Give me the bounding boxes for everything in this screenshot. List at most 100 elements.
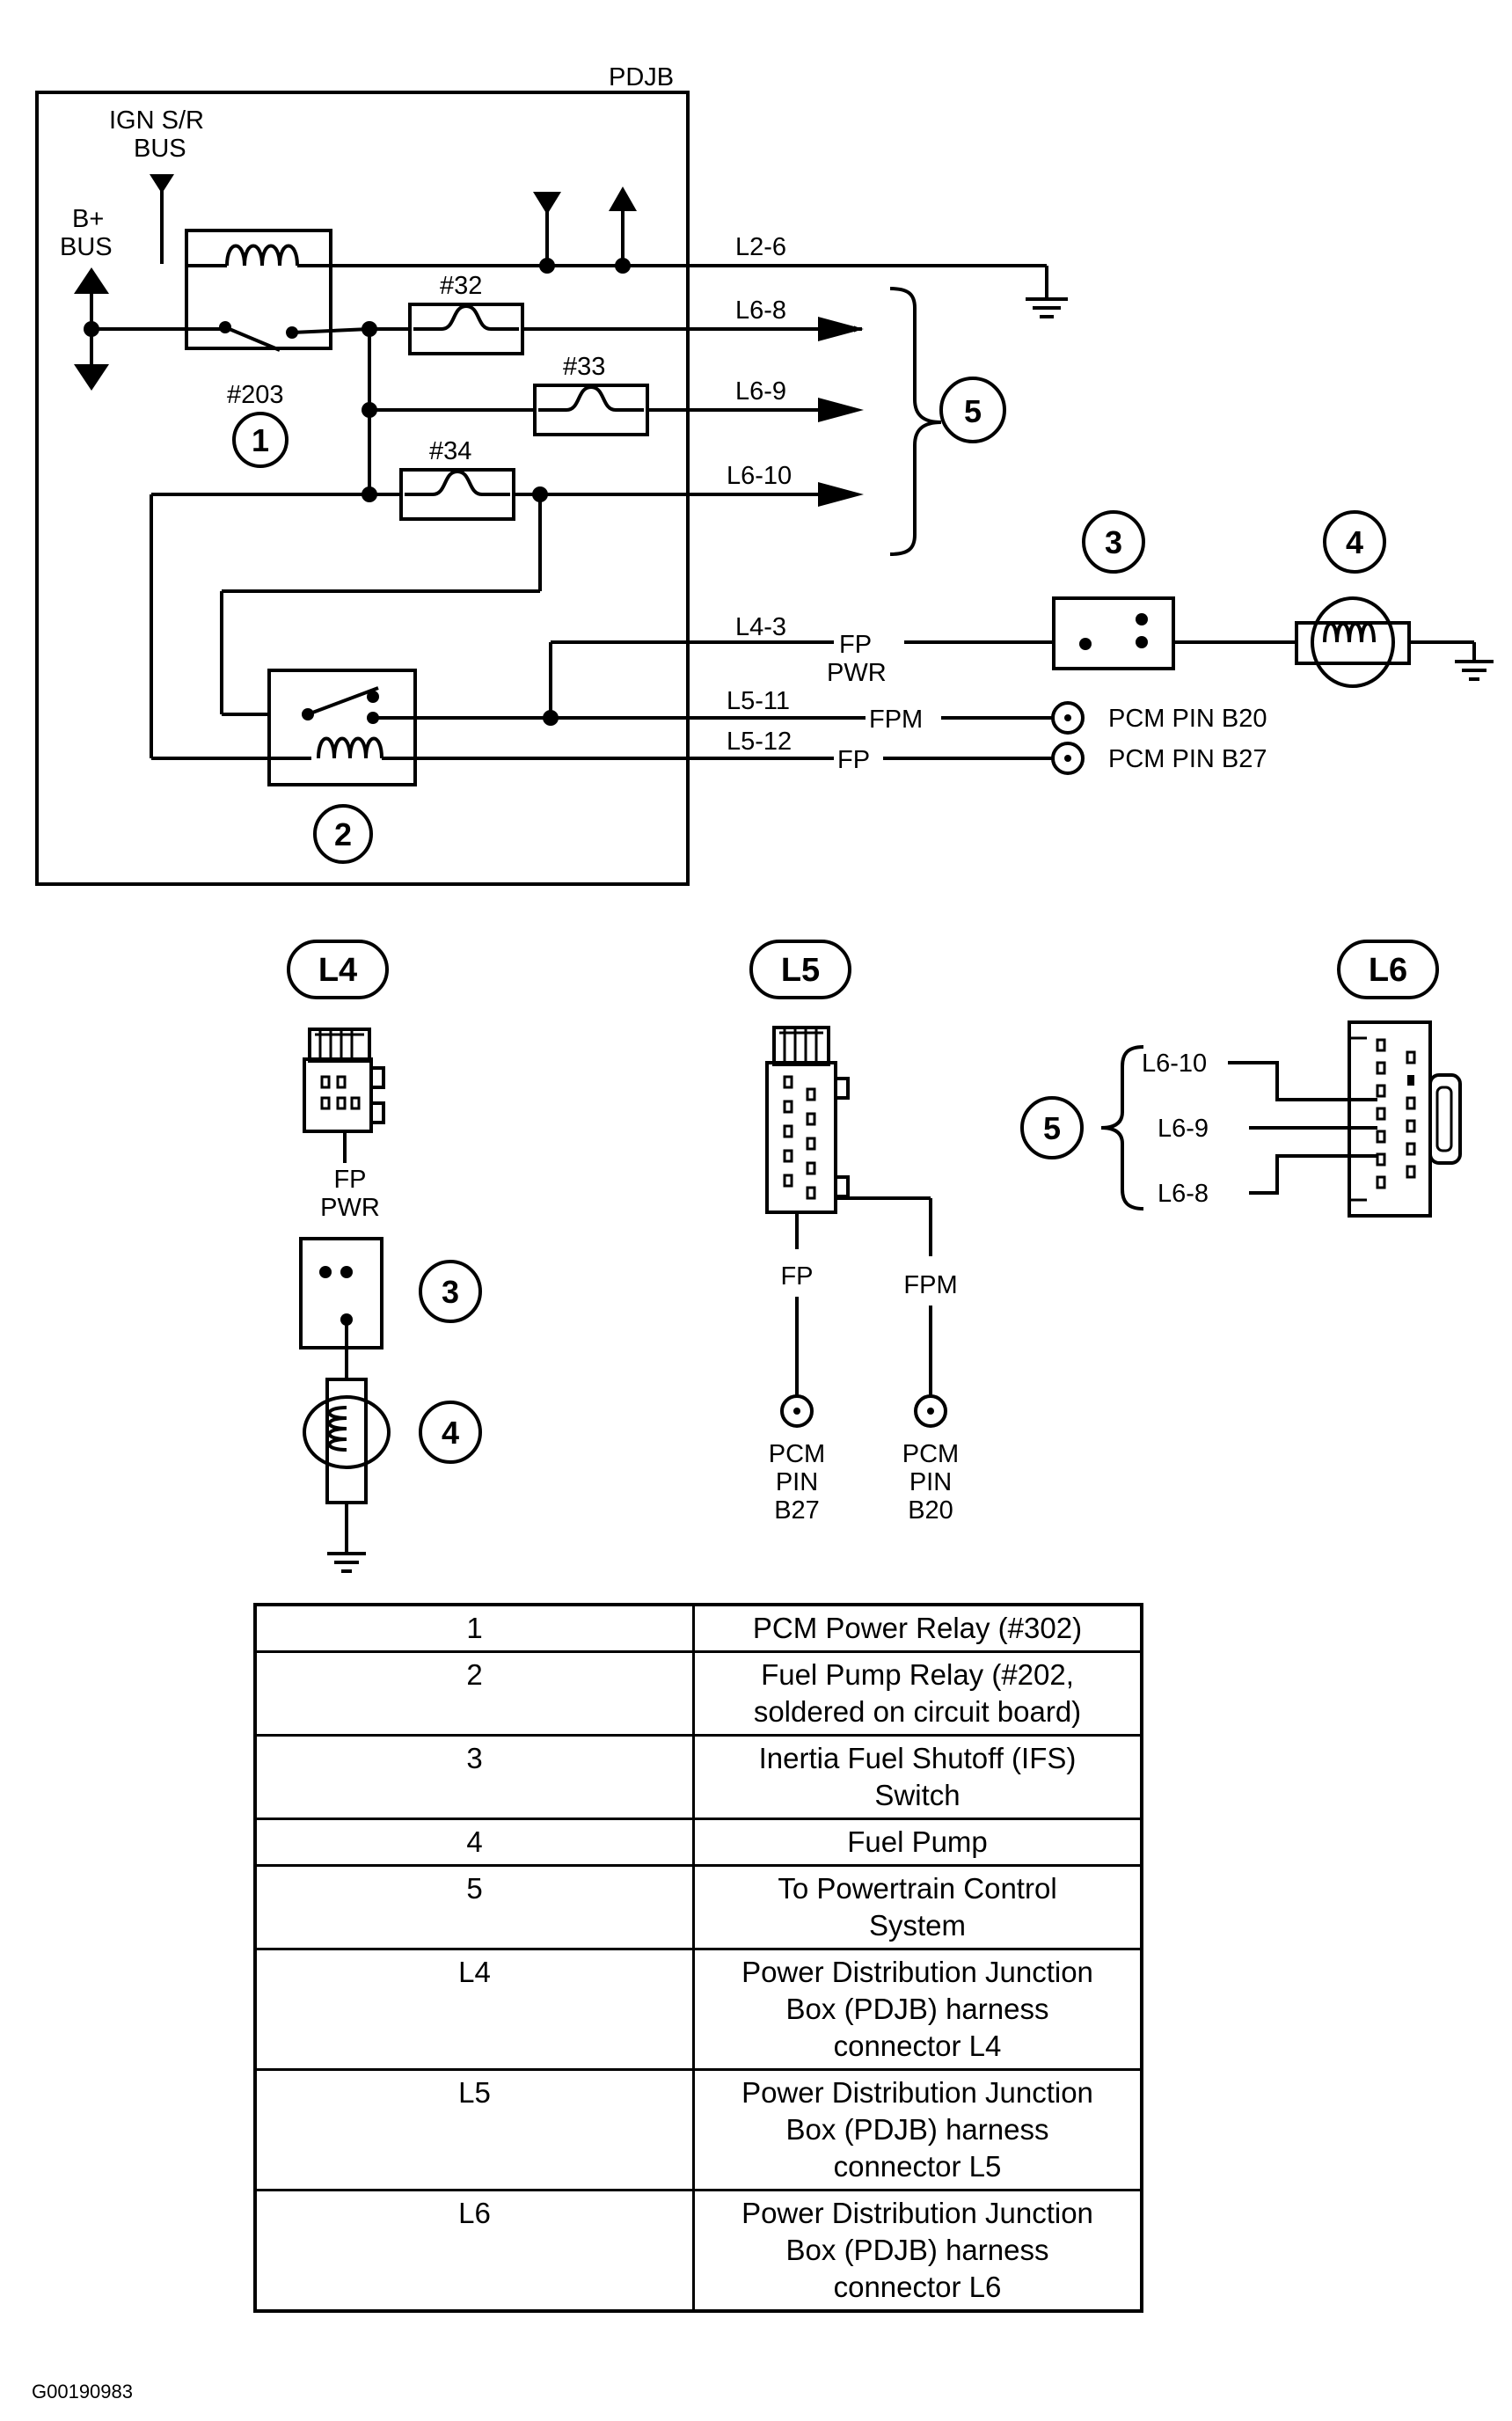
relay-203 [185, 229, 332, 350]
ground-icon [1026, 297, 1068, 318]
conn-l4-connector-icon [303, 1028, 385, 1133]
conn-l5-badge [749, 940, 851, 999]
legend-row: 2 Fuel Pump Relay (#202, soldered on circu… [253, 1650, 1143, 1737]
legend-key: L5 [253, 2068, 695, 2191]
legend-desc: Inertia Fuel Shutoff (IFS) Switch [692, 1734, 1143, 1820]
ign-bus-label-1: IGN S/R [109, 106, 204, 135]
l5-pcm-b20-line-1: PCM [902, 1440, 959, 1468]
conn-l5-label: L5 [781, 952, 820, 989]
legend-key: L4 [253, 1948, 695, 2071]
l6-callout-5-text: 5 [1043, 1110, 1061, 1146]
conn-l6-badge [1337, 940, 1439, 999]
ign-bus-arrow-icon [150, 174, 174, 194]
l6-callout-5-bracket [1100, 1045, 1144, 1210]
legend-desc: Fuel Pump [692, 1818, 1143, 1867]
legend-desc-line: Switch [874, 1779, 961, 1811]
legend-key: 5 [253, 1864, 695, 1950]
legend-row: 1 PCM Power Relay (#302) [253, 1603, 1143, 1653]
wire-l6-10-label: L6-10 [727, 462, 792, 490]
l4-pwr-label: PWR [320, 1194, 380, 1222]
fuse-33-label: #33 [563, 353, 605, 381]
wire-l6-9-label: L6-9 [735, 377, 786, 406]
legend-desc-line: Power Distribution Junction [741, 2076, 1093, 2109]
callout-3 [1082, 510, 1145, 574]
conn-l4-badge [287, 940, 389, 999]
pdjb-label: PDJB [609, 63, 674, 91]
legend-desc-line: Box (PDJB) harness [785, 2113, 1049, 2146]
legend-key: 1 [253, 1603, 695, 1653]
conn-l4-label: L4 [318, 952, 357, 989]
callout-4-text: 4 [1346, 524, 1363, 560]
up-arrow-icon [609, 187, 637, 211]
callout-5-bracket [889, 287, 942, 556]
callout-2 [313, 804, 373, 864]
l6-pin-8-label: L6-8 [1158, 1180, 1209, 1208]
l5-pcm-b27-line-2: PIN [776, 1468, 818, 1496]
callout-5-text: 5 [964, 393, 982, 429]
l6-callout-5 [1020, 1096, 1084, 1159]
l4-fp-label: FP [333, 1166, 366, 1194]
legend-desc-line: connector L4 [833, 2030, 1002, 2062]
legend-key: 2 [253, 1650, 695, 1737]
b-bus-label-1: B+ [72, 205, 104, 233]
fuel-pump-relay [267, 669, 417, 786]
l5-pcm-b27-line-3: B27 [774, 1496, 820, 1525]
wiring-diagram: PDJB IGN S/R BUS B+ BUS #203 1 L2-6 #32 [35, 63, 1494, 1573]
fuel-pump-relay-coil-icon [317, 736, 383, 759]
fuse-34-icon [405, 469, 510, 496]
ground-icon [327, 1552, 366, 1573]
wire-l4-3-label: L4-3 [735, 613, 786, 641]
pcm-pin-b27-label: PCM PIN B27 [1108, 745, 1267, 773]
pcm-pin-b20-label: PCM PIN B20 [1108, 705, 1267, 733]
figure-code: G00190983 [32, 2381, 133, 2403]
fpm-label: FPM [869, 706, 923, 734]
l4-ifs-switch [299, 1237, 383, 1349]
relay-203-label: #203 [227, 381, 284, 409]
wire-l5-12-label: L5-12 [727, 728, 792, 756]
ign-bus-label-2: BUS [134, 135, 186, 163]
legend-desc-line: Fuel Pump Relay (#202, [761, 1658, 1074, 1691]
legend-key: 3 [253, 1734, 695, 1820]
legend-desc-line: Power Distribution Junction [741, 2197, 1093, 2229]
b-bus-down-arrow-icon [74, 364, 109, 391]
l4-callout-3-text: 3 [442, 1274, 459, 1310]
pdjb-box [35, 91, 690, 886]
legend-desc-line: Box (PDJB) harness [785, 1993, 1049, 2025]
conn-l6-label: L6 [1369, 952, 1407, 989]
l6-pin-10-label: L6-10 [1142, 1050, 1207, 1078]
callout-3-text: 3 [1105, 524, 1122, 560]
l4-callout-4 [419, 1401, 482, 1464]
conn-l6-connector-icon [1348, 1020, 1462, 1218]
b-bus-up-arrow-icon [74, 267, 109, 294]
fuse-32-label: #32 [440, 272, 482, 300]
down-arrow-icon [533, 192, 561, 215]
fuel-pump-coil-icon [1323, 622, 1376, 643]
legend-desc-line: connector L6 [833, 2271, 1002, 2303]
ground-icon [1455, 660, 1494, 681]
callout-1-text: 1 [252, 422, 269, 458]
l4-fuel-pump-coil-icon [327, 1406, 347, 1452]
ifs-switch [1052, 596, 1175, 670]
legend-row: 3 Inertia Fuel Shutoff (IFS) Switch [253, 1734, 1143, 1820]
fuse-34-label: #34 [429, 437, 471, 465]
fuse-33-icon [538, 384, 644, 412]
fuse-32-icon [413, 304, 519, 331]
legend-desc: Fuel Pump Relay (#202, soldered on circui… [692, 1650, 1143, 1737]
l4-callout-3 [419, 1260, 482, 1323]
legend-desc-line: Inertia Fuel Shutoff (IFS) [758, 1742, 1077, 1774]
legend-key: L6 [253, 2189, 695, 2313]
legend-desc-line: soldered on circuit board) [753, 1695, 1082, 1728]
conn-l5-connector-icon [765, 1026, 850, 1214]
relay-203-coil-icon [225, 244, 299, 267]
callout-5 [939, 377, 1006, 443]
legend-desc-line: PCM Power Relay (#302) [752, 1612, 1083, 1644]
wire-l2-6-label: L2-6 [735, 233, 786, 261]
